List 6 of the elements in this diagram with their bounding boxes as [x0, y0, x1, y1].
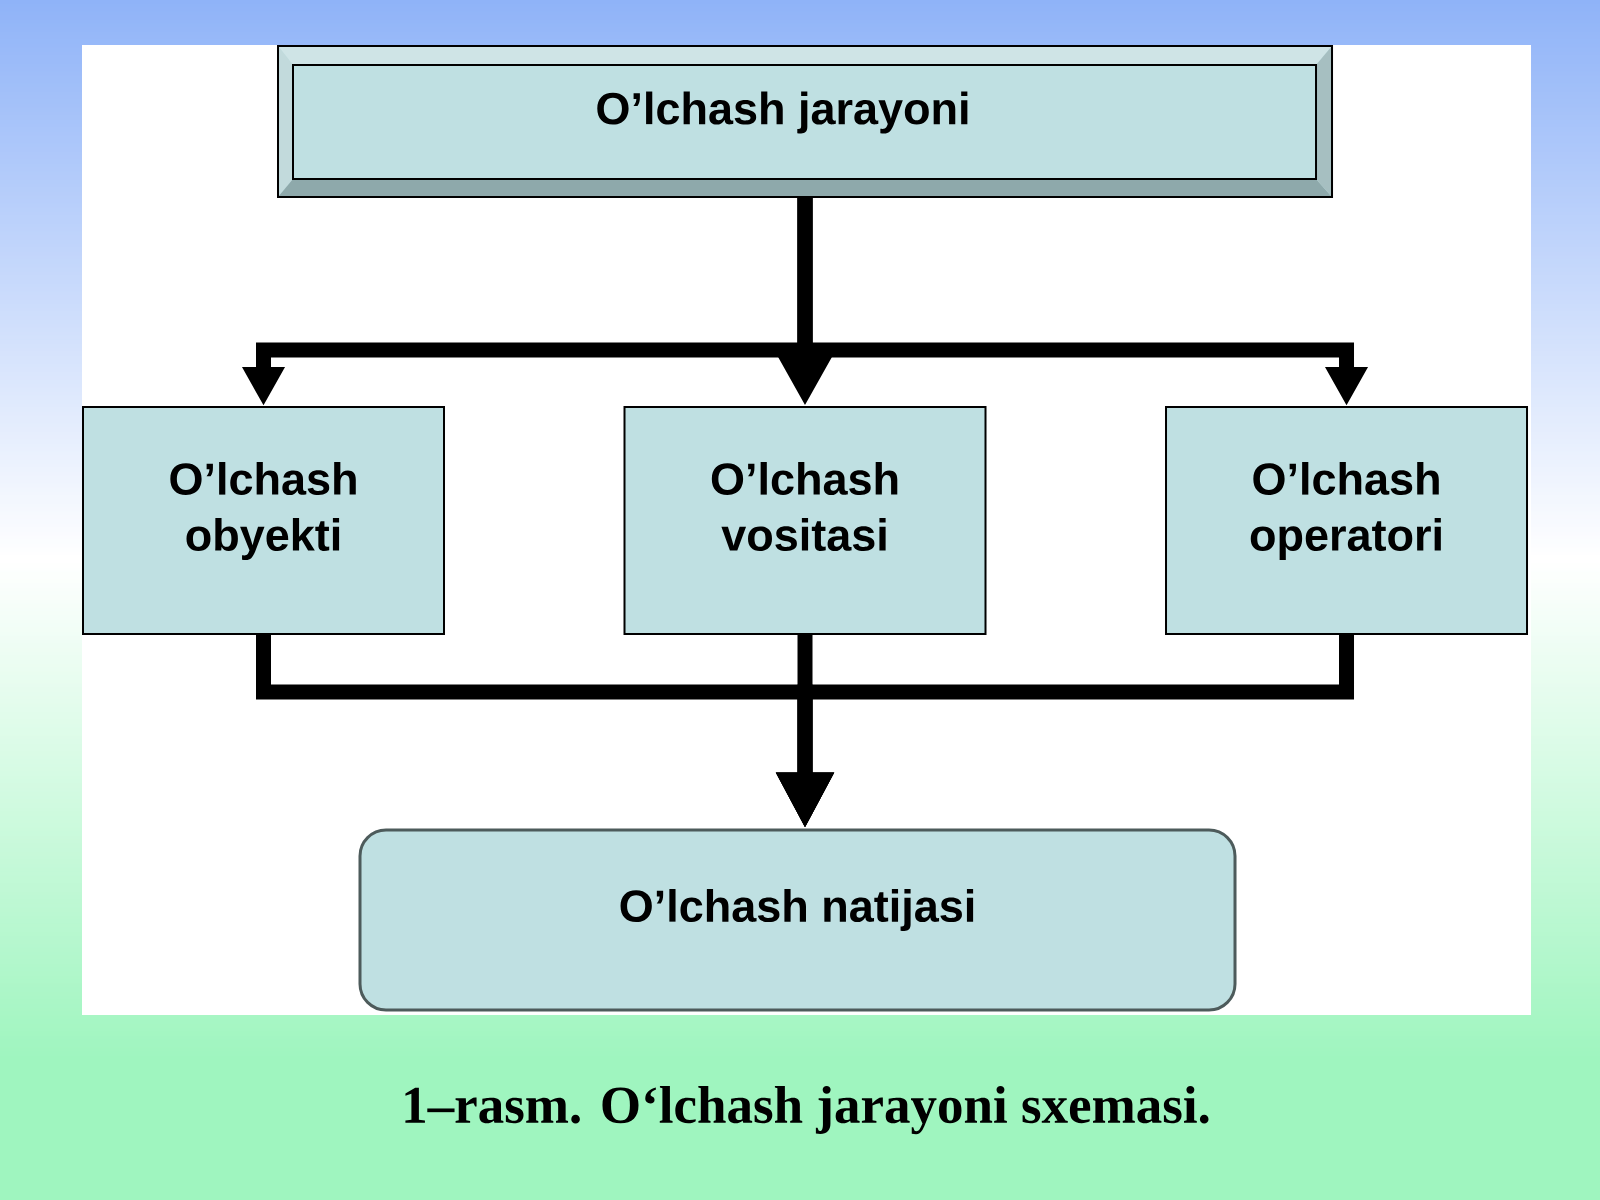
- process-box: O’lchash vositasi: [623, 406, 987, 635]
- rounded-box: O’lchash natijasi: [358, 828, 1237, 1012]
- beveled-box: O’lchash jarayoni: [277, 45, 1333, 198]
- process-box: O’lchash obyekti: [82, 406, 445, 635]
- caption: 1–rasm. O‘lchash jarayoni sxemasi.: [405, 1085, 1209, 1135]
- process-box: O’lchash operatori: [1165, 406, 1528, 635]
